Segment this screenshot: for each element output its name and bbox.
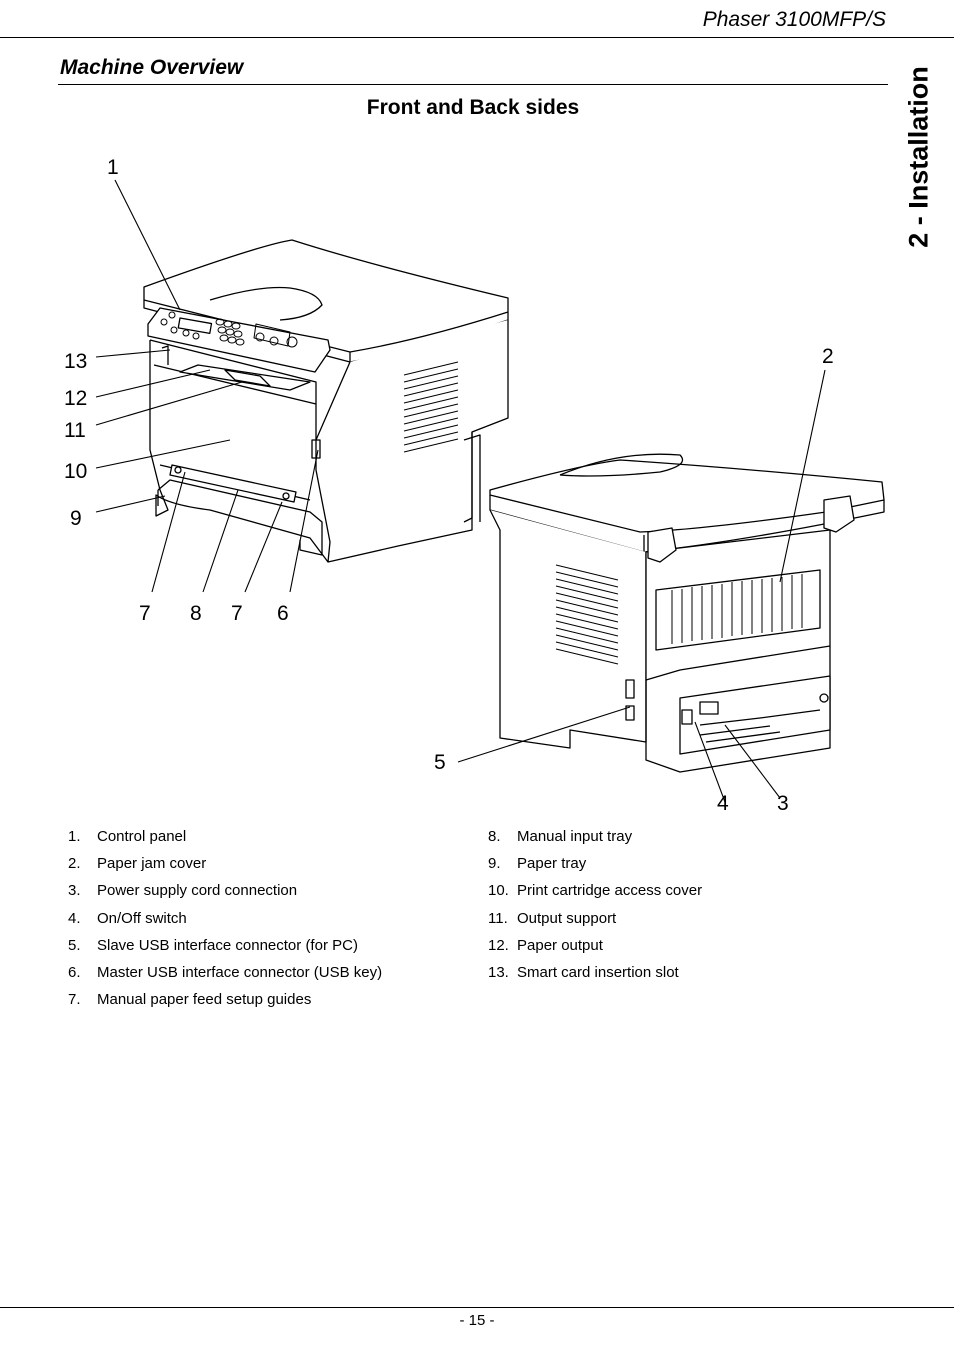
legend-item: 11.Output support <box>488 909 617 927</box>
back-printer-drawing <box>489 453 885 773</box>
legend-item: 9.Paper tray <box>488 855 587 873</box>
callout-2: 2 <box>822 345 834 368</box>
legend-item: 2.Paper jam cover <box>68 855 207 873</box>
legend-item: 5.Slave USB interface connector (for PC) <box>68 936 358 954</box>
legend-item: 1.Control panel <box>68 828 187 845</box>
figure-subtitle: Front and Back sides <box>366 96 580 119</box>
control-panel-buttons <box>160 311 298 348</box>
legend-item: 4.On/Off switch <box>68 909 187 927</box>
callout-11: 11 <box>64 419 86 442</box>
legend-item: 3.Power supply cord connection <box>68 882 298 900</box>
callout-12: 12 <box>64 387 87 410</box>
legend-item: 8.Manual input tray <box>488 828 633 845</box>
page-number: - 15 - <box>459 1312 495 1329</box>
callout-6: 6 <box>277 602 289 625</box>
legend-item: 6.Master USB interface connector (USB ke… <box>68 963 383 981</box>
front-printer-drawing <box>143 239 509 563</box>
legend-list-left: 1.Control panel 2.Paper jam cover 3.Powe… <box>68 826 382 1016</box>
callout-8: 8 <box>190 602 202 625</box>
legend-item: 10.Print cartridge access cover <box>488 882 703 900</box>
callout-1: 1 <box>107 156 119 179</box>
callout-7-right: 7 <box>231 602 243 625</box>
callout-13: 13 <box>64 350 87 373</box>
footer-divider <box>0 1307 954 1308</box>
document-header-title: Phaser 3100MFP/S <box>702 8 886 31</box>
chapter-side-tab: 2 - Installation <box>893 52 945 262</box>
back-side-vents <box>555 564 619 665</box>
legend-list-right: 8.Manual input tray 9.Paper tray 10.Prin… <box>488 826 702 989</box>
callout-3: 3 <box>777 792 789 815</box>
jam-cover-grille <box>671 574 803 644</box>
legend-item: 13.Smart card insertion slot <box>488 963 679 981</box>
chapter-side-tab-label: 2 - Installation <box>903 66 934 248</box>
callout-10: 10 <box>64 460 87 483</box>
legend-item: 7.Manual paper feed setup guides <box>68 991 312 1009</box>
legend-item: 12.Paper output <box>488 936 603 954</box>
machine-diagram: 1 2 3 4 5 6 7 7 8 9 10 11 12 13 <box>60 150 890 820</box>
section-title: Machine Overview <box>60 56 244 79</box>
callout-4: 4 <box>717 792 729 815</box>
callout-7-left: 7 <box>139 602 151 625</box>
section-divider <box>58 84 888 85</box>
header-divider <box>0 37 954 38</box>
callout-5: 5 <box>434 751 446 774</box>
front-side-vents <box>403 361 459 453</box>
callout-leader-lines <box>95 179 826 803</box>
callout-9: 9 <box>70 507 82 530</box>
